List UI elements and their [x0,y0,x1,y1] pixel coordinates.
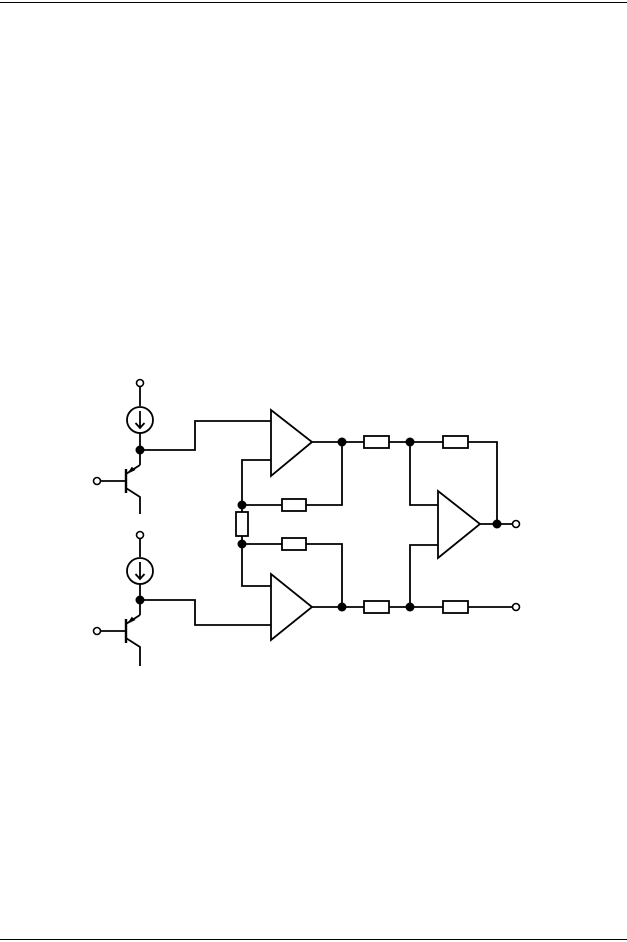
op-amp-output [437,489,482,560]
input-resistor-top [363,435,390,449]
supply-terminal-bottom [135,530,145,540]
junction-dot [492,519,502,529]
wire [241,544,271,587]
wire [140,599,271,626]
wire [409,442,438,506]
current-source-bottom [126,557,154,585]
feedback-resistor-out [442,435,469,449]
difference-stage [312,435,521,614]
lower-input-channel [92,530,271,666]
reference-resistor [442,600,469,614]
wire [242,442,343,506]
top-rule [0,2,627,3]
wire [241,459,271,505]
junction-dot [337,437,347,447]
wire [140,420,271,451]
gain-resistor [235,511,249,537]
base-terminal-top [92,476,102,486]
supply-terminal-top [135,378,145,388]
feedback-resistor-bottom [281,537,307,551]
current-source-top [126,406,154,434]
wire [242,543,343,607]
feedback-resistor-top [281,498,307,512]
output-terminal [511,519,521,529]
junction-dot [337,602,347,612]
input-resistor-bottom [363,600,390,614]
reference-terminal [511,602,521,612]
wire [409,544,438,607]
pnp-transistor-bottom [92,614,141,666]
gain-network [235,442,343,607]
wire [312,441,498,524]
base-terminal-bottom [92,626,102,636]
bottom-rule [0,939,627,940]
op-amp-bottom [270,572,314,642]
pnp-transistor-top [92,464,141,514]
op-amp-top [270,408,314,478]
upper-input-channel [92,378,271,514]
